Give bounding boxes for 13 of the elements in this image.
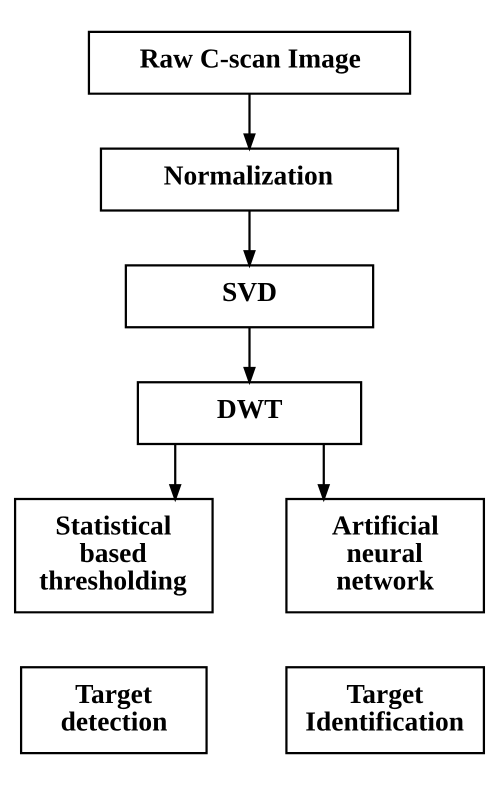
arrow	[243, 328, 256, 386]
node-box: Target detection	[20, 666, 208, 754]
arrow	[243, 210, 256, 268]
arrow	[317, 444, 330, 502]
node-box: Artificial neural network	[285, 498, 486, 614]
node-box: Target Identification	[285, 666, 486, 754]
arrow	[243, 94, 256, 152]
arrow	[168, 444, 182, 502]
node-box: Statistical based thresholding	[14, 498, 214, 614]
node-box: Normalization	[100, 148, 400, 212]
node-box: Raw C-scan Image	[88, 30, 412, 95]
node-box: SVD	[124, 264, 374, 328]
node-box: DWT	[136, 381, 362, 446]
